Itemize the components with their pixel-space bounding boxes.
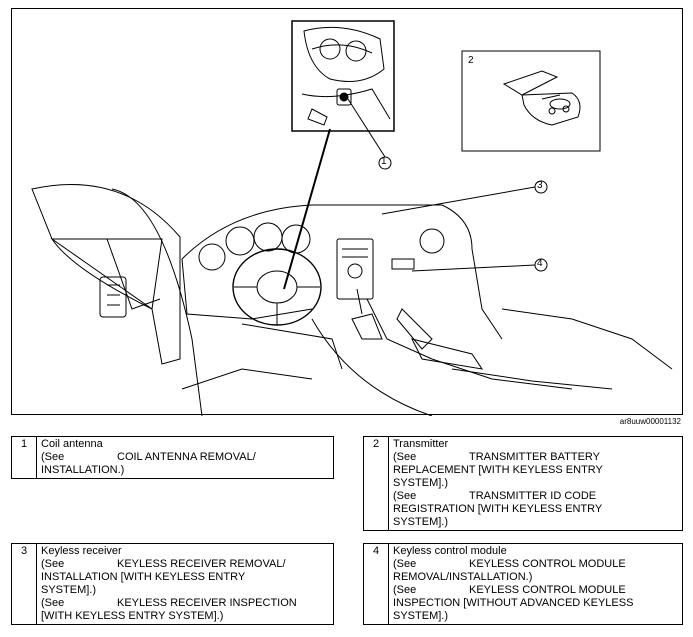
legend-number: 1 — [11, 436, 37, 479]
legend-title: Transmitter — [393, 438, 449, 450]
legend-number: 4 — [363, 543, 389, 625]
callout-1: 1 — [381, 156, 387, 167]
callout-3: 3 — [537, 180, 543, 191]
figure-code: ar8uuw00001132 — [619, 417, 681, 426]
vehicle-interior-illustration — [31, 20, 673, 416]
legend-title: Keyless control module — [393, 545, 507, 557]
transmitter-inset — [461, 50, 601, 152]
legend-number: 2 — [363, 436, 389, 531]
coil-antenna-inset — [291, 20, 395, 158]
callout-2: 2 — [468, 55, 474, 66]
callout-markers — [378, 156, 548, 272]
legend-title: Coil antenna — [41, 438, 103, 450]
component-location-figure: 1 2 3 4 — [11, 8, 683, 416]
legend-title: Keyless receiver — [41, 545, 122, 557]
callout-4: 4 — [537, 258, 543, 269]
legend-number: 3 — [11, 543, 37, 625]
